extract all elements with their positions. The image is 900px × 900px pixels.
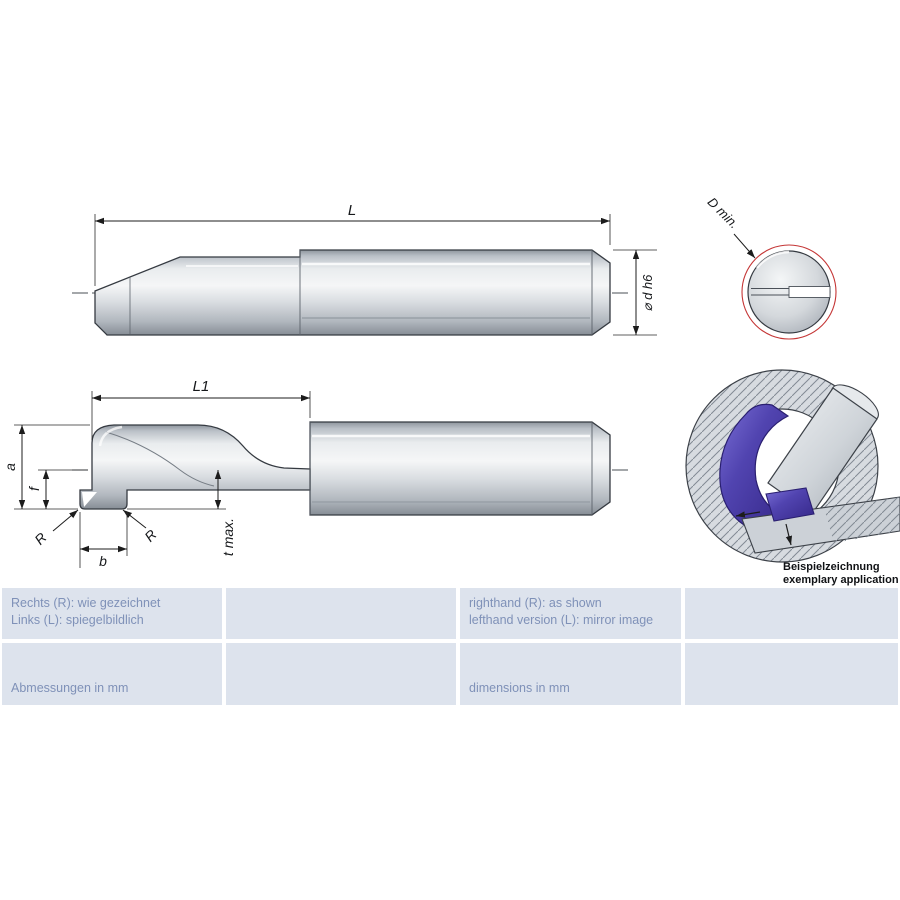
label-a: a xyxy=(2,463,18,471)
feed-arrow-down xyxy=(785,523,793,546)
insert-seat-line xyxy=(105,431,215,487)
ring-outer-edge xyxy=(685,369,879,563)
label-L1: L1 xyxy=(193,378,210,395)
dimension-L1: L1 xyxy=(91,378,311,440)
cell-handedness-de: Rechts (R): wie gezeichnet Links (L): sp… xyxy=(2,588,222,639)
grooving-insert xyxy=(719,403,790,530)
cell-dimensions-de: Abmessungen in mm xyxy=(2,643,222,705)
slab-hatching xyxy=(824,497,900,543)
cell-empty-bottom-4 xyxy=(685,643,898,705)
leader-arrow xyxy=(122,509,147,529)
label-f: f xyxy=(26,485,42,491)
dimensions-en-label: dimensions in mm xyxy=(469,681,570,695)
handedness-en-line1: righthand (R): as shown xyxy=(469,596,602,610)
top-side-view xyxy=(72,249,630,336)
dimension-L: L xyxy=(94,202,611,286)
label-R-right: R xyxy=(141,526,159,544)
label-L: L xyxy=(348,202,356,219)
dimension-b: b xyxy=(79,512,128,569)
example-caption-en: exemplary application xyxy=(783,574,899,586)
example-caption-de: Beispielzeichnung xyxy=(783,561,880,573)
label-t-max: t max. xyxy=(220,518,236,556)
handedness-de-line2: Links (L): spiegelbildlich xyxy=(11,613,144,627)
dimensions-de-label: Abmessungen in mm xyxy=(11,681,129,695)
feed-arrow-left xyxy=(735,511,761,518)
dimension-f: f xyxy=(26,469,88,509)
label-shank-diameter: ⌀ d h6 xyxy=(640,274,655,312)
cell-empty-bottom-2 xyxy=(226,643,456,705)
dimension-t-max: t max. xyxy=(127,470,236,556)
head-highlight xyxy=(98,425,123,447)
tool-body-top-view xyxy=(94,249,611,336)
dimension-shank-diameter: ⌀ d h6 xyxy=(613,249,657,336)
handedness-de-line1: Rechts (R): wie gezeichnet xyxy=(11,596,161,610)
cell-handedness-en: righthand (R): as shown lefthand version… xyxy=(460,588,681,639)
front-view: D min. xyxy=(705,194,837,340)
label-b: b xyxy=(99,553,107,569)
d-min-leader-arrow xyxy=(733,233,756,259)
insert-tip-in-groove xyxy=(765,487,815,522)
cell-empty-top-4 xyxy=(685,588,898,639)
label-D-min: D min. xyxy=(705,194,742,231)
insert-slot xyxy=(788,286,831,298)
handedness-en-line2: lefthand version (L): mirror image xyxy=(469,613,654,627)
application-illustration: Beispielzeichnung exemplary application xyxy=(685,369,900,586)
disc-highlight-arc xyxy=(756,250,790,269)
dimension-R-right: R xyxy=(122,509,160,545)
cutting-head-profile xyxy=(79,424,311,510)
dimension-R-left: R xyxy=(31,509,79,548)
label-R-left: R xyxy=(31,529,49,547)
leader-arrow xyxy=(52,509,79,532)
cell-empty-top-2 xyxy=(226,588,456,639)
profile-side-view xyxy=(72,421,630,516)
cell-dimensions-en: dimensions in mm xyxy=(460,643,681,705)
cutting-edge-notch xyxy=(95,324,106,335)
d-min-circle xyxy=(741,244,837,340)
tooth-relief-notch xyxy=(82,492,97,507)
